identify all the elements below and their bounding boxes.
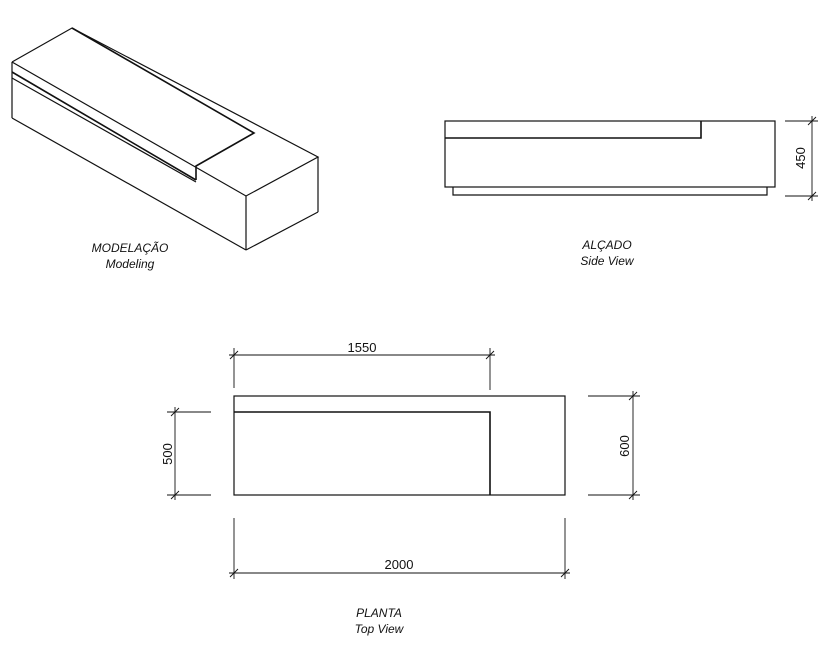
top-subtitle: Top View <box>355 622 405 636</box>
dimension-height-label: 450 <box>793 147 808 169</box>
dimension-total-length <box>229 518 570 579</box>
side-title: ALÇADO <box>581 238 631 252</box>
modeling-title: MODELAÇÃO <box>92 241 169 255</box>
dimension-seat-depth-label: 500 <box>160 443 175 465</box>
dimension-total-length-label: 2000 <box>385 557 414 572</box>
top-view <box>233 395 566 496</box>
side-view <box>444 120 776 196</box>
side-subtitle: Side View <box>580 254 634 268</box>
top-title: PLANTA <box>356 606 402 620</box>
dimension-seat-depth <box>167 407 211 500</box>
dimension-total-depth-label: 600 <box>617 435 632 457</box>
dimension-height <box>785 116 818 201</box>
dimension-seat-length-label: 1550 <box>348 340 377 355</box>
modeling-subtitle: Modeling <box>106 257 155 271</box>
dimension-seat-length <box>229 348 495 390</box>
dimension-total-depth <box>588 391 640 500</box>
isometric-model <box>11 27 320 251</box>
